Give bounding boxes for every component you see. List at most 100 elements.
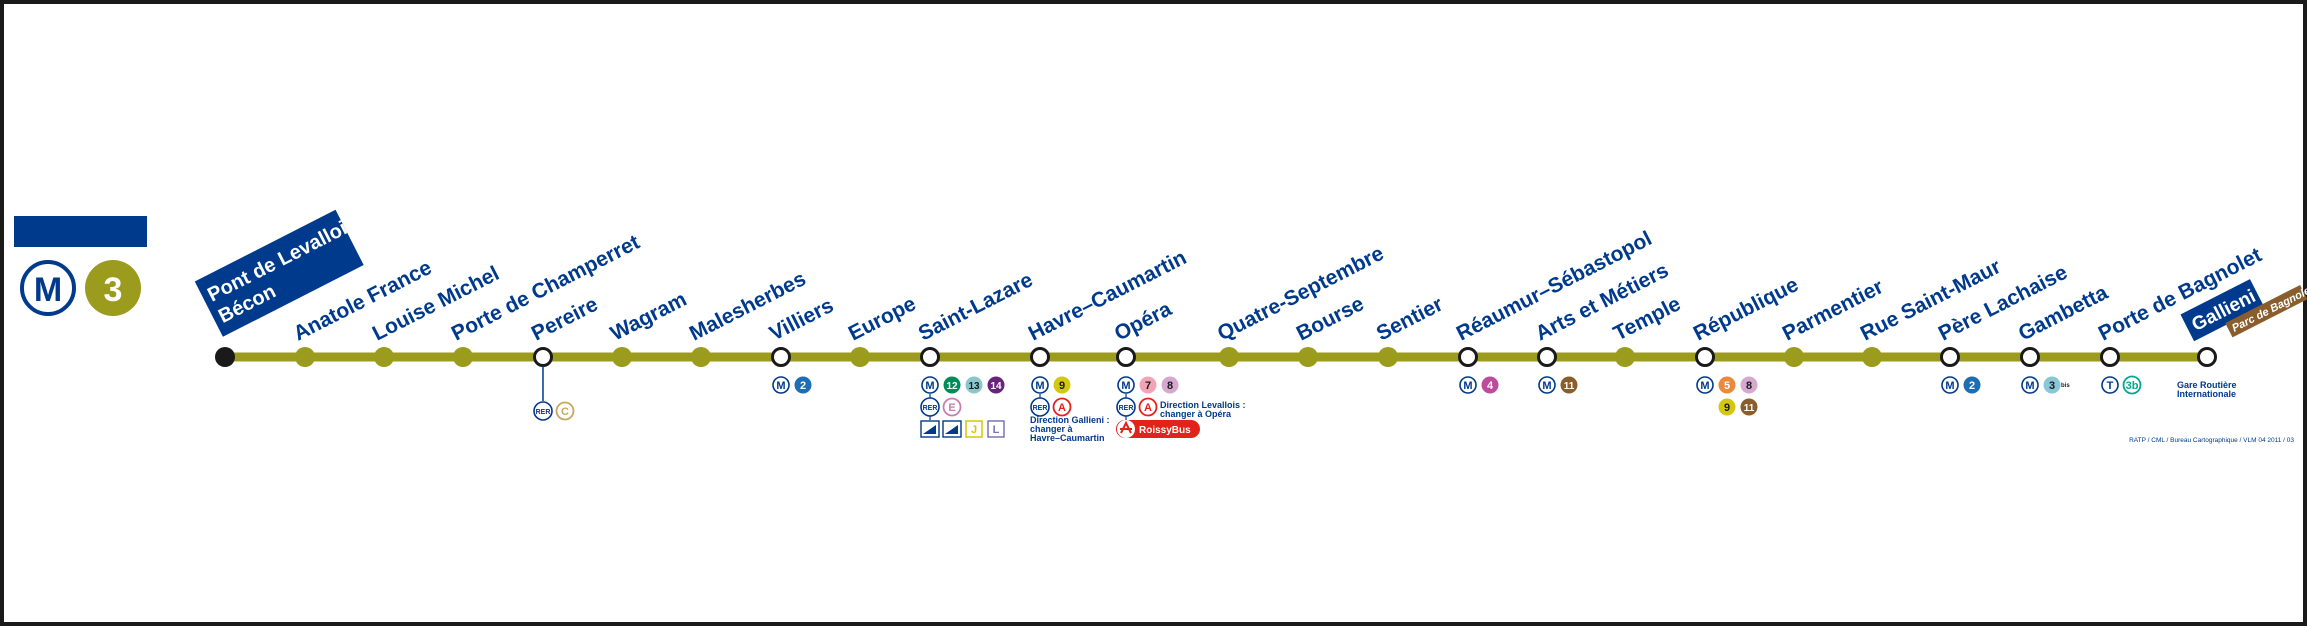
interchange-marker bbox=[1940, 347, 1960, 367]
interchange-marker bbox=[2020, 347, 2040, 367]
connection-label: E bbox=[948, 402, 955, 414]
connection-disc bbox=[965, 376, 983, 394]
connection-disc bbox=[1139, 376, 1157, 394]
station-marker bbox=[850, 347, 870, 367]
connection-ring bbox=[1459, 376, 1477, 394]
connection-m: M bbox=[2021, 376, 2039, 394]
station-marker bbox=[453, 347, 473, 367]
train-icon-frame bbox=[920, 420, 940, 438]
line-number-badge: 3 bbox=[85, 260, 141, 316]
connection-label: M bbox=[1945, 380, 1954, 392]
connection-roissybus: RoissyBus bbox=[1116, 420, 1200, 438]
connection-disc bbox=[1740, 398, 1758, 416]
interchange-marker bbox=[1458, 347, 1478, 367]
connection-label: 14 bbox=[990, 381, 1002, 392]
station-marker bbox=[1784, 347, 1804, 367]
connection-7: 7 bbox=[1139, 376, 1157, 394]
connection-label: RER bbox=[1119, 405, 1134, 412]
connection-14: 14 bbox=[987, 376, 1005, 394]
station-marker bbox=[691, 347, 711, 367]
connection-l: L bbox=[987, 420, 1005, 438]
station-marker bbox=[1298, 347, 1318, 367]
connection-ring bbox=[533, 401, 553, 421]
connection-ring bbox=[1031, 376, 1049, 394]
connection-ring bbox=[965, 420, 983, 438]
connection-8: 8 bbox=[1740, 376, 1758, 394]
connection-label-bis: bis bbox=[2061, 383, 2070, 389]
connection-label: 9 bbox=[1059, 380, 1065, 392]
connection-ring bbox=[1538, 376, 1556, 394]
connection-m: M bbox=[1459, 376, 1477, 394]
line-number-circle bbox=[85, 260, 141, 316]
connection-m: M bbox=[1538, 376, 1556, 394]
header-bar bbox=[14, 216, 147, 247]
connection-ring bbox=[2101, 376, 2119, 394]
connection-m: M bbox=[921, 376, 939, 394]
terminus-marker bbox=[215, 347, 235, 367]
connection-label: M bbox=[1121, 380, 1130, 392]
connection-e: E bbox=[942, 397, 962, 417]
connection-2: 2 bbox=[1963, 376, 1981, 394]
connection-label: 5 bbox=[1724, 380, 1730, 392]
train-icon-frame bbox=[942, 420, 962, 438]
connection-label: A bbox=[1144, 402, 1152, 414]
connection-label: 8 bbox=[1167, 380, 1173, 392]
connection-ring bbox=[1052, 397, 1072, 417]
connection-9: 9 bbox=[1718, 398, 1736, 416]
connection-label: 4 bbox=[1487, 380, 1494, 392]
connection-11: 11 bbox=[1560, 376, 1578, 394]
connection-label: 2 bbox=[800, 380, 806, 392]
connection-disc bbox=[1740, 376, 1758, 394]
connection-ring bbox=[772, 376, 790, 394]
connection-ring bbox=[2122, 375, 2142, 395]
station-name: Opéra bbox=[1111, 297, 1176, 345]
connection-m: M bbox=[1031, 376, 1049, 394]
roissybus-label: RoissyBus bbox=[1139, 425, 1191, 436]
connection-ring bbox=[1696, 376, 1714, 394]
connection-label: 13 bbox=[968, 381, 980, 392]
connection-label: 12 bbox=[946, 381, 958, 392]
connection-label: RER bbox=[923, 405, 938, 412]
connection-label: A bbox=[1058, 402, 1066, 414]
train-icon bbox=[920, 420, 940, 438]
line-number: 3 bbox=[104, 271, 123, 309]
connection-t: T bbox=[2101, 376, 2119, 394]
station-name: Saint-Lazare bbox=[915, 268, 1037, 345]
connection-rer: RER bbox=[1116, 397, 1136, 417]
station-marker bbox=[1615, 347, 1635, 367]
connection-ring bbox=[1030, 397, 1050, 417]
connection-disc bbox=[1963, 376, 1981, 394]
station-marker bbox=[374, 347, 394, 367]
connection-ring bbox=[1117, 376, 1135, 394]
connection-disc bbox=[1161, 376, 1179, 394]
connection-11: 11 bbox=[1740, 398, 1758, 416]
station-note: Direction Levallois : bbox=[1160, 400, 1246, 410]
connection-label: RER bbox=[536, 409, 551, 416]
metro-logo: M bbox=[20, 260, 76, 316]
terminus-sub-box bbox=[2225, 284, 2307, 338]
connection-label: 7 bbox=[1145, 380, 1151, 392]
connection-label: 8 bbox=[1746, 380, 1752, 392]
connection-ring bbox=[921, 376, 939, 394]
plane-icon bbox=[1120, 420, 1132, 434]
station-marker bbox=[612, 347, 632, 367]
interchange-marker bbox=[920, 347, 940, 367]
station: Porte de Champerret bbox=[448, 231, 643, 367]
connection-ring bbox=[555, 401, 575, 421]
connection-label: 11 bbox=[1744, 403, 1755, 414]
connection-label: M bbox=[1035, 380, 1044, 392]
interchange-marker bbox=[1116, 347, 1136, 367]
interchange-marker bbox=[533, 347, 553, 367]
connection-a: A bbox=[1138, 397, 1158, 417]
connection-label: 3b bbox=[2126, 380, 2139, 392]
connection-label: 2 bbox=[1969, 380, 1975, 392]
connection-disc bbox=[1053, 376, 1071, 394]
station-name: Sentier bbox=[1373, 293, 1447, 346]
